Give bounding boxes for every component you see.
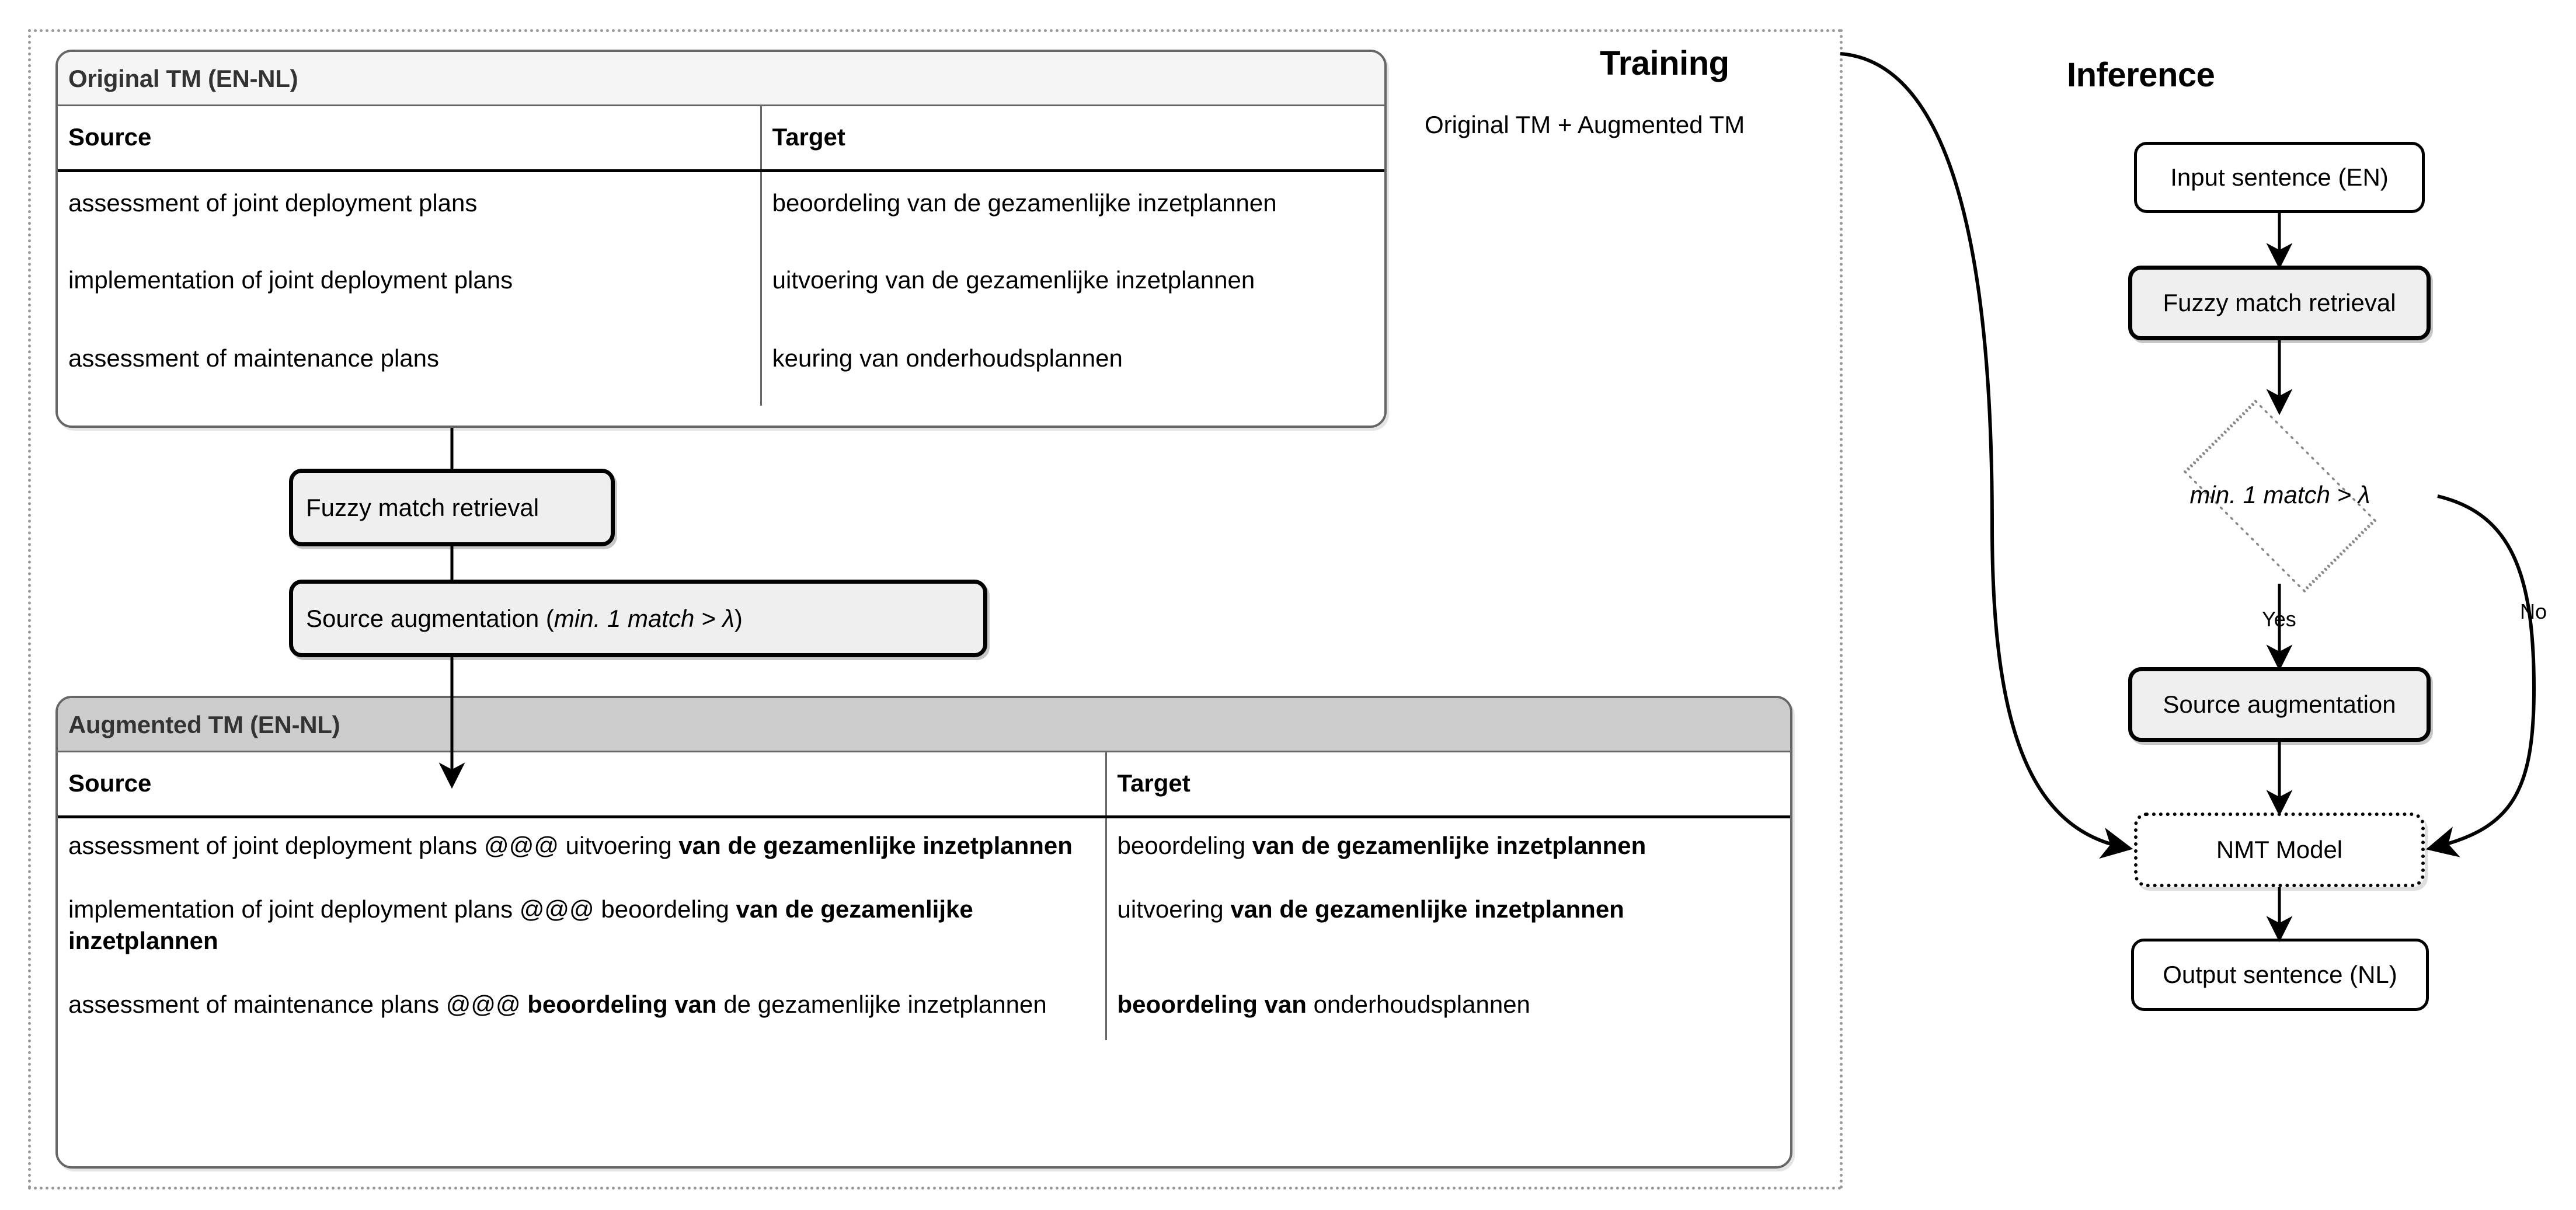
original-tm-col-source: Source: [58, 104, 761, 172]
seg-plain: assessment of joint deployment plans @@@…: [68, 832, 679, 859]
edge-label-no: No: [2516, 598, 2551, 625]
edge-decision-no-to-nmt: [2425, 494, 2536, 857]
original-tm-r0-target: beoordeling van de gezamenlijke inzetpla…: [760, 170, 1384, 249]
table-row: implementation of joint deployment plans…: [58, 881, 1790, 977]
inference-decision-diamond[interactable]: min. 1 match > λ: [2122, 399, 2438, 593]
inference-nmt-model-label: NMT Model: [2216, 836, 2343, 863]
seg-bold: van de gezamenlijke inzetplannen: [68, 895, 973, 955]
inference-input-sentence-label: Input sentence (EN): [2170, 163, 2389, 191]
table-row: implementation of joint deployment plans…: [58, 249, 1384, 327]
original-tm-title: Original TM (EN-NL): [58, 52, 1384, 104]
original-tm-r1-source: implementation of joint deployment plans: [58, 249, 761, 327]
augmented-tm-r1-source: implementation of joint deployment plans…: [58, 881, 1106, 977]
table-header-row: Source Target: [58, 104, 1384, 172]
training-fuzzy-match-retrieval-box[interactable]: Fuzzy match retrieval: [289, 469, 615, 546]
seg-plain: assessment of maintenance plans @@@: [68, 990, 528, 1018]
original-tm-r0-source: assessment of joint deployment plans: [58, 170, 761, 249]
augmented-tm-r2-target: beoordeling van onderhoudsplannen: [1105, 977, 1790, 1041]
seg-plain: implementation of joint deployment plans…: [68, 895, 736, 923]
inference-decision-label: min. 1 match > λ: [2189, 481, 2370, 508]
original-tm-r2-source: assessment of maintenance plans: [58, 327, 761, 406]
edge-training-to-nmt: [1840, 52, 2133, 859]
inference-source-augmentation-label: Source augmentation: [2163, 691, 2396, 718]
augmented-tm-card: Augmented TM (EN-NL) Source Target asses…: [55, 696, 1792, 1169]
training-source-augmentation-box[interactable]: Source augmentation (min. 1 match > λ): [289, 580, 987, 657]
original-tm-card: Original TM (EN-NL) Source Target assess…: [55, 50, 1387, 428]
training-fuzzy-match-retrieval-label: Fuzzy match retrieval: [306, 493, 539, 521]
seg-bold: van de gezamenlijke inzetplannen: [1252, 832, 1646, 859]
original-tm-r1-target: uitvoering van de gezamenlijke inzetplan…: [760, 249, 1384, 327]
seg-bold: beoordeling van: [1117, 990, 1307, 1018]
seg-plain: uitvoering: [1117, 895, 1231, 923]
inference-output-sentence-label: Output sentence (NL): [2163, 961, 2397, 988]
original-tm-table: Source Target assessment of joint deploy…: [58, 104, 1384, 406]
seg-bold: van de gezamenlijke inzetplannen: [678, 832, 1073, 859]
table-header-row: Source Target: [58, 751, 1790, 818]
table-row: assessment of maintenance plans keuring …: [58, 327, 1384, 406]
training-heading: Training: [1600, 44, 1729, 82]
inference-nmt-model-box[interactable]: NMT Model: [2134, 813, 2425, 887]
original-tm-r2-target: keuring van onderhoudsplannen: [760, 327, 1384, 406]
inference-fuzzy-match-retrieval-label: Fuzzy match retrieval: [2163, 289, 2396, 316]
training-source-augmentation-label-prefix: Source augmentation (: [306, 604, 554, 632]
augmented-tm-r0-source: assessment of joint deployment plans @@@…: [58, 817, 1106, 882]
augmented-tm-title: Augmented TM (EN-NL): [58, 698, 1790, 751]
seg-tail: de gezamenlijke inzetplannen: [716, 990, 1047, 1018]
seg-bold: van de gezamenlijke inzetplannen: [1230, 895, 1624, 923]
inference-output-sentence-box[interactable]: Output sentence (NL): [2131, 939, 2429, 1011]
inference-fuzzy-match-retrieval-box[interactable]: Fuzzy match retrieval: [2128, 266, 2431, 340]
augmented-tm-col-target: Target: [1105, 751, 1790, 818]
augmented-tm-r1-target: uitvoering van de gezamenlijke inzetplan…: [1105, 881, 1790, 977]
augmented-tm-col-source: Source: [58, 751, 1106, 818]
original-tm-col-target: Target: [760, 104, 1384, 172]
seg-tail: onderhoudsplannen: [1306, 990, 1530, 1018]
augmented-tm-table: Source Target assessment of joint deploy…: [58, 751, 1790, 1041]
inference-heading: Inference: [2067, 56, 2215, 94]
seg-plain: beoordeling: [1117, 832, 1252, 859]
table-row: assessment of joint deployment plans beo…: [58, 170, 1384, 249]
training-subtitle: Original TM + Augmented TM: [1425, 111, 1745, 138]
training-source-augmentation-condition: min. 1 match > λ: [554, 604, 734, 632]
augmented-tm-r2-source: assessment of maintenance plans @@@ beoo…: [58, 977, 1106, 1041]
augmented-tm-r0-target: beoordeling van de gezamenlijke inzetpla…: [1105, 817, 1790, 882]
edge-label-yes: Yes: [2258, 606, 2300, 633]
table-row: assessment of maintenance plans @@@ beoo…: [58, 977, 1790, 1041]
inference-source-augmentation-box[interactable]: Source augmentation: [2128, 667, 2431, 742]
inference-input-sentence-box[interactable]: Input sentence (EN): [2134, 142, 2425, 213]
training-source-augmentation-label-suffix: ): [734, 604, 743, 632]
table-row: assessment of joint deployment plans @@@…: [58, 817, 1790, 882]
seg-bold: beoordeling van: [527, 990, 717, 1018]
